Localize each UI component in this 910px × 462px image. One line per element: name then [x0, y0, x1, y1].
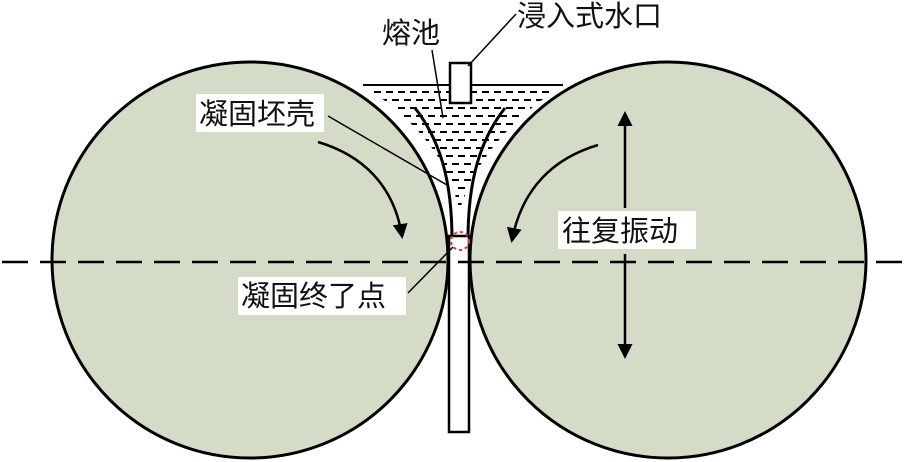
kiss-point-label: 凝固终了点 [241, 279, 386, 313]
nozzle-label: 浸入式水口 [517, 0, 662, 33]
oscillation-label: 往复振动 [562, 214, 678, 248]
left-rotation-arrow [317, 140, 408, 239]
oscillation-label-bg [558, 211, 696, 249]
cast-strip [447, 234, 471, 434]
shell-label: 凝固坯壳 [199, 97, 315, 131]
pool-label: 熔池 [382, 16, 440, 50]
shell-label-bg [196, 94, 324, 132]
nozzle-leader [467, 13, 517, 67]
shell-leader [327, 115, 448, 186]
kiss-point-marker [450, 231, 470, 251]
right-roll [468, 60, 868, 460]
solidified-shell-right [466, 107, 507, 241]
kiss-point-leader [407, 246, 454, 294]
kiss-point-label-bg [238, 277, 406, 315]
solidified-shell-left [413, 107, 454, 241]
right-rotation-arrow [506, 143, 599, 243]
pool-leader [431, 49, 444, 119]
immersion-nozzle [448, 61, 473, 105]
